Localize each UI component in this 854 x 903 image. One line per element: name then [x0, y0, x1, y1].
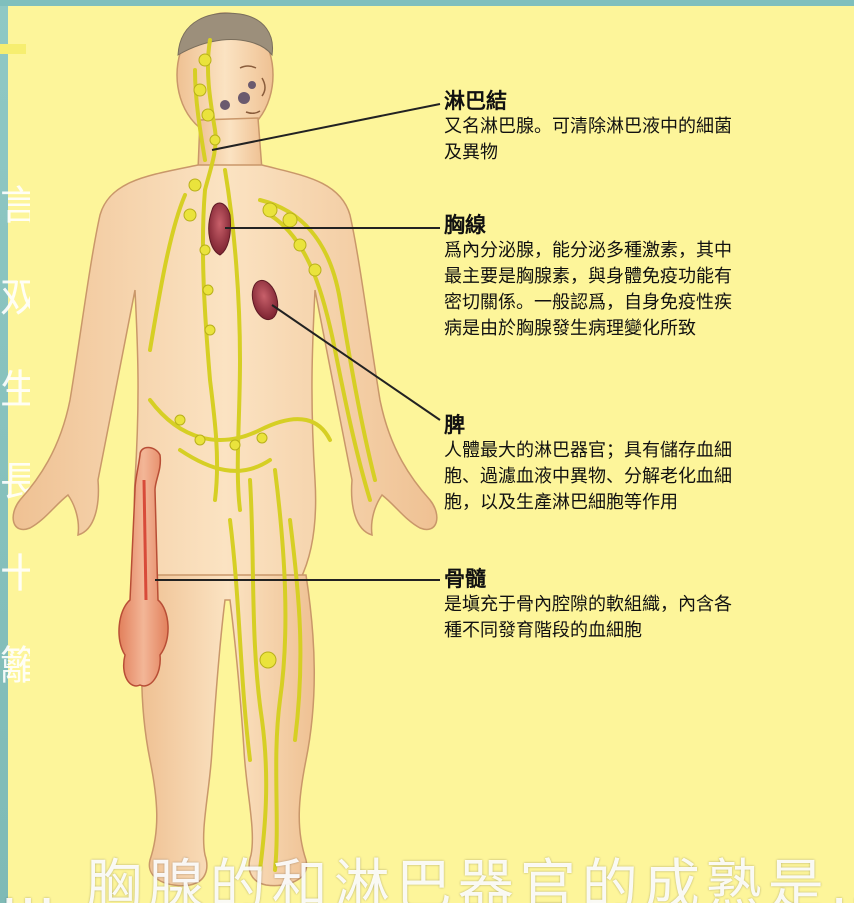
label-description: 是塡充于骨內腔隙的軟組織，內含各 種不同發育階段的血細胞 — [444, 592, 844, 644]
label-description: 人體最大的淋巴器官；具有儲存血細 胞、過濾血液中異物、分解老化血細 胞，以及生產… — [444, 438, 844, 516]
label-description: 又名淋巴腺。可清除淋巴液中的細菌 及異物 — [444, 114, 844, 166]
label-thymus: 胸線 爲內分泌腺，能分泌多種激素，其中 最主要是胸腺素，與身體免疫功能有 密切關… — [444, 212, 844, 342]
label-title: 脾 — [444, 412, 844, 438]
label-spleen: 脾 人體最大的淋巴器官；具有儲存血細 胞、過濾血液中異物、分解老化血細 胞，以及… — [444, 412, 844, 516]
body-silhouette — [13, 13, 437, 886]
label-title: 淋巴結 — [444, 88, 844, 114]
label-title: 胸線 — [444, 212, 844, 238]
label-bone-marrow: 骨髓 是塡充于骨內腔隙的軟組織，內含各 種不同發育階段的血細胞 — [444, 566, 844, 644]
background-slide-caption: … 胸腺的和淋巴器官的成熟是… — [0, 852, 854, 903]
label-lymph-node: 淋巴結 又名淋巴腺。可清除淋巴液中的細菌 及異物 — [444, 88, 844, 166]
label-title: 骨髓 — [444, 566, 844, 592]
label-description: 爲內分泌腺，能分泌多種激素，其中 最主要是胸腺素，與身體免疫功能有 密切關係。一… — [444, 238, 844, 342]
